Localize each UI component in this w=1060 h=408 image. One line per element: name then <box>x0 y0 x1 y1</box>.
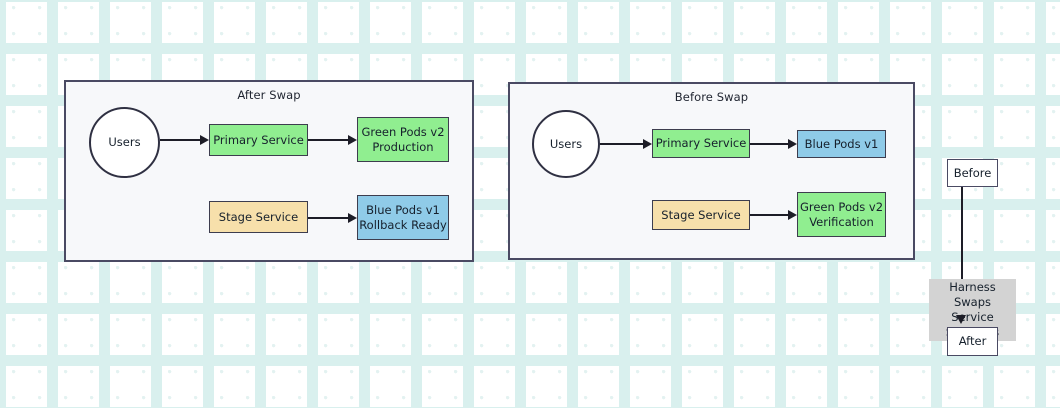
node-users-after[interactable]: Users <box>89 107 160 178</box>
edge-users-to-primary-after <box>160 139 201 141</box>
arrowhead-stage-to-blue-after <box>348 213 357 223</box>
cluster-after-swap-title: After Swap <box>237 88 301 102</box>
arrowhead-primary-to-green-after <box>348 135 357 145</box>
node-users-before[interactable]: Users <box>532 110 600 178</box>
node-stage-service-after[interactable]: Stage Service <box>209 201 308 233</box>
cluster-before-swap-title: Before Swap <box>674 90 749 104</box>
node-green-pods-after[interactable]: Green Pods v2 Production <box>357 117 449 162</box>
edge-stage-to-green-before <box>750 214 789 216</box>
arrowhead-users-to-primary-before <box>643 139 652 149</box>
node-green-pods-before[interactable]: Green Pods v2 Verification <box>797 192 886 237</box>
node-primary-service-after[interactable]: Primary Service <box>209 124 308 156</box>
edge-stage-to-blue-after <box>308 217 349 219</box>
edge-primary-to-green-after <box>308 139 349 141</box>
edge-primary-to-blue-before <box>750 143 789 145</box>
node-stage-service-before[interactable]: Stage Service <box>652 200 750 230</box>
node-blue-pods-after[interactable]: Blue Pods v1 Rollback Ready <box>357 195 449 240</box>
edge-users-to-primary-before <box>600 143 644 145</box>
arrowhead-primary-to-blue-before <box>788 139 797 149</box>
node-primary-service-before[interactable]: Primary Service <box>652 129 750 158</box>
arrowhead-before-to-after <box>956 315 966 324</box>
edge-before-to-after <box>961 187 963 317</box>
arrowhead-users-to-primary-after <box>200 135 209 145</box>
node-before[interactable]: Before <box>947 159 998 187</box>
arrowhead-stage-to-green-before <box>788 210 797 220</box>
node-blue-pods-before[interactable]: Blue Pods v1 <box>797 130 886 158</box>
node-after[interactable]: After <box>947 327 998 356</box>
